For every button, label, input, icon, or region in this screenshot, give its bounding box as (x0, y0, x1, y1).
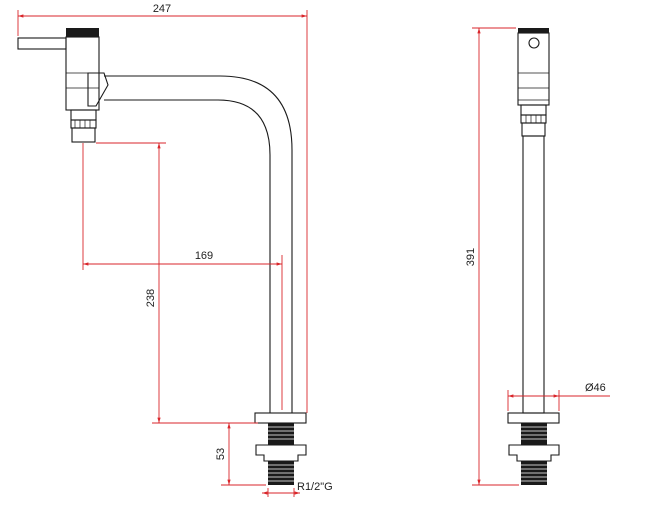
aerator-top (70, 109, 97, 121)
front-view (17, 28, 307, 485)
side-cap (518, 28, 549, 33)
side-shank (521, 423, 547, 445)
spout-collar (87, 72, 109, 107)
front-dimensions: 247 169 238 53 R1/2"G (17, 3, 333, 497)
base-plate (254, 412, 307, 424)
side-base-plate (507, 412, 560, 424)
side-aerator-body (521, 122, 546, 137)
side-pipe (522, 135, 545, 414)
dimension-pipe-diameter: Ø46 (585, 382, 606, 394)
side-aerator-top (520, 104, 547, 116)
spout-inner (104, 99, 271, 413)
lock-nut (255, 444, 307, 462)
dimension-spout-height: 238 (145, 289, 157, 307)
dimension-base-height: 53 (215, 448, 227, 460)
threaded-shank (268, 423, 294, 445)
side-view (507, 28, 560, 485)
dimension-thread: R1/2"G (297, 481, 333, 493)
side-aerator-ring (520, 114, 547, 124)
side-lock-nut (508, 444, 560, 462)
lever-handle (17, 37, 67, 50)
dimension-total-width: 247 (153, 3, 171, 15)
dimension-total-height: 391 (465, 248, 477, 266)
side-dimensions: 391 Ø46 (465, 27, 610, 486)
spout-outer (104, 75, 293, 413)
lever-hole (528, 37, 540, 49)
side-body (517, 32, 550, 106)
aerator-body (71, 127, 96, 143)
dimension-spout-reach: 169 (195, 250, 213, 262)
valve-cap (66, 28, 99, 37)
